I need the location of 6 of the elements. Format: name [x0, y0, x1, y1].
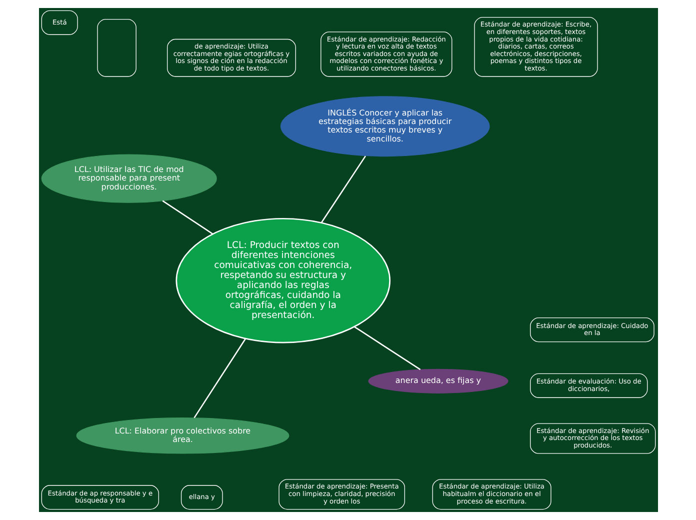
- connector: [162, 200, 213, 234]
- connector: [354, 326, 420, 370]
- connector: [320, 156, 366, 223]
- connector: [193, 338, 246, 418]
- node-ellipse: LCL: Producir textos con diferentes intenciones comuicativas con coherencia, respetando su estructura y aplicando las reglas ortográficas, cuidando la caligrafía, el orden y la presentación.: [175, 218, 390, 344]
- node-box: [96, 18, 136, 77]
